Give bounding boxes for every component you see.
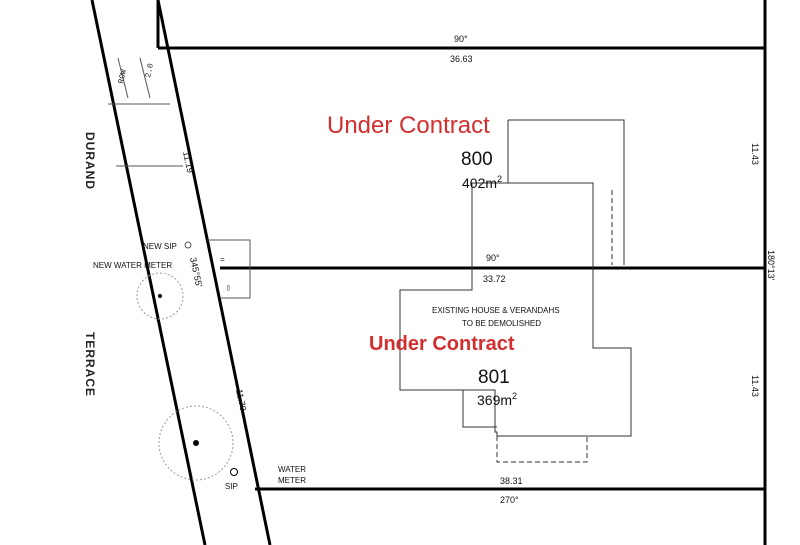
top-distance: 36.63 [450,54,473,64]
road-boundary-east [156,0,272,545]
lot-800-status: Under Contract [327,112,490,139]
water-meter-label-2: METER [278,476,306,485]
road-tick-label-2: 2.0 [144,62,156,78]
veranda-dashed-outline [462,190,613,463]
tree-symbol-1 [136,272,184,320]
sip-label: SIP [225,482,238,491]
top-bearing: 90° [454,34,468,44]
tree-symbol-2 [158,405,234,481]
service-marker-glyph-2: ▯ [226,284,231,293]
lot-801-status: Under Contract [369,333,515,355]
divider-distance: 33.72 [483,274,506,284]
existing-house-note-2: TO BE DEMOLISHED [462,319,541,328]
road-boundary-west [90,0,207,545]
water-meter-label-1: WATER [278,465,306,474]
new-sip-label: NEW SIP [143,242,177,251]
existing-house-outline [399,119,632,437]
road-reserve-ticks [108,57,183,167]
lot-801-number: 801 [478,367,510,388]
lot-800-area: 402m2 [462,174,502,191]
road-tick-label: ROW [117,68,129,84]
street-name-top: DURAND [83,132,97,190]
lot-801-left-distance: 11.70 [234,388,248,411]
lot-801-area: 369m2 [477,391,517,408]
street-name-bottom: TERRACE [83,332,97,397]
service-marker-glyph: = [220,256,225,265]
existing-house-note-1: EXISTING HOUSE & VERANDAHS [432,306,560,315]
lot-800-number: 800 [461,149,493,170]
lot-800-left-distance: 11.19 [181,150,195,173]
bottom-distance: 38.31 [500,476,523,486]
lot-801-right-distance: 11.43 [750,375,760,397]
sip-marker [230,468,238,476]
divider-bearing: 90° [486,253,500,263]
lot-800-right-distance: 11.43 [750,143,760,165]
divider-left-bearing: 345°55' [188,256,204,288]
bottom-bearing: 270° [500,495,519,505]
divider-right-bearing: 180°13' [766,250,776,281]
new-water-meter-label: NEW WATER METER [93,261,172,270]
service-marker-box [184,239,251,299]
